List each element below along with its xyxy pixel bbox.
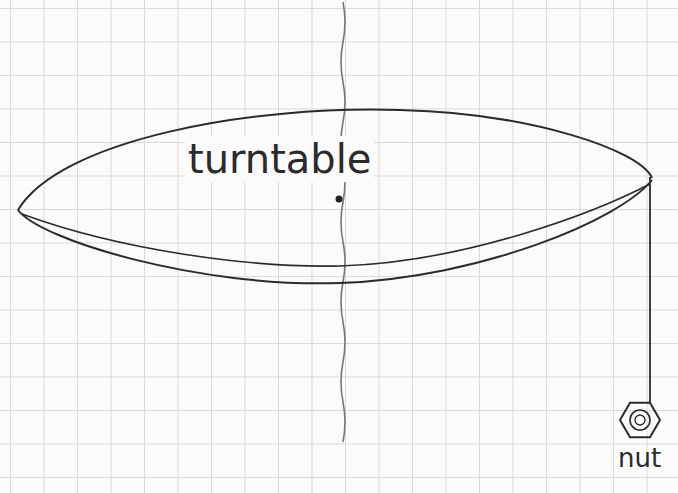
rotation-axis — [341, 2, 345, 442]
turntable-outline — [15, 100, 660, 290]
nut-shape: nut — [612, 400, 668, 482]
string — [649, 177, 651, 403]
turntable-shape: turntable — [15, 100, 660, 290]
node-label: turntable — [185, 136, 374, 182]
node-label: nut — [618, 444, 661, 474]
